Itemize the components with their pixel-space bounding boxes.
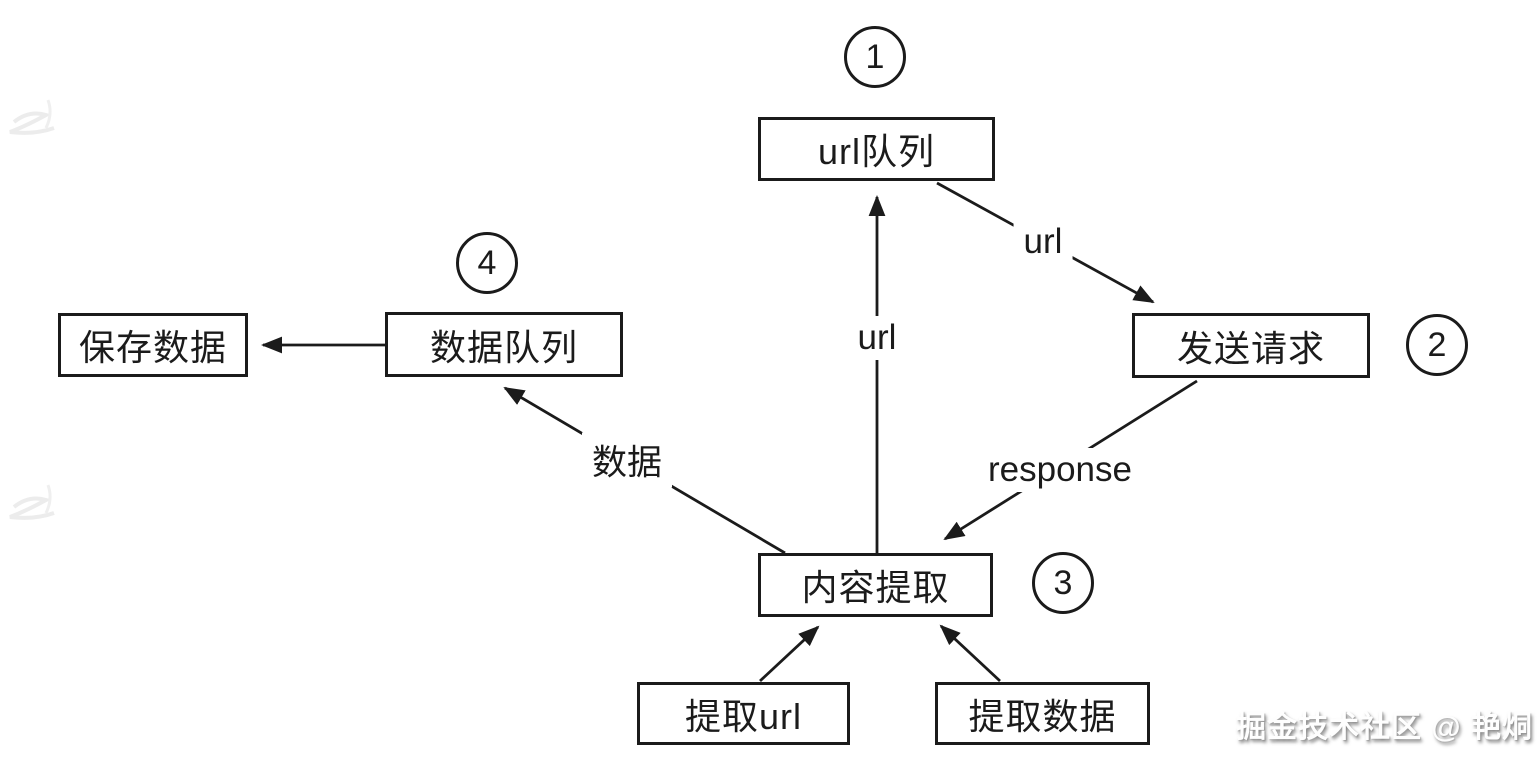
arrow-extracturl-to-extract xyxy=(759,625,820,683)
node-data-queue: 数据队列 xyxy=(385,312,623,377)
faint-watermark xyxy=(9,99,55,135)
node-save-data: 保存数据 xyxy=(58,313,248,377)
node-content-extract-label: 内容提取 xyxy=(801,567,950,608)
node-url-queue-label: url队列 xyxy=(817,131,935,172)
step-badge-1-number: 1 xyxy=(865,37,885,76)
node-save-data-label: 保存数据 xyxy=(78,327,227,368)
node-send-request-label: 发送请求 xyxy=(1176,327,1325,369)
node-extract-data: 提取数据 xyxy=(935,682,1150,745)
node-url-queue: url队列 xyxy=(758,117,995,181)
node-extract-url: 提取url xyxy=(637,682,850,745)
arrow-extractdata-to-extract xyxy=(939,624,1001,683)
node-content-extract: 内容提取 xyxy=(758,553,993,617)
step-badge-4: 4 xyxy=(456,232,518,294)
node-extract-data-label: 提取数据 xyxy=(968,695,1117,737)
step-badge-1: 1 xyxy=(844,26,906,88)
step-badge-4-number: 4 xyxy=(477,243,497,282)
edge-label-response: response xyxy=(978,448,1142,492)
node-data-queue-label: 数据队列 xyxy=(429,326,578,368)
step-badge-2: 2 xyxy=(1406,314,1468,376)
edge-label-data: 数据 xyxy=(581,432,673,488)
edge-label-url-to-request: url xyxy=(1013,220,1073,264)
step-badge-3-number: 3 xyxy=(1053,563,1073,602)
credit-watermark: 掘金技术社区 @ 艳烔 xyxy=(1236,711,1533,744)
step-badge-3: 3 xyxy=(1032,552,1094,614)
step-badge-2-number: 2 xyxy=(1427,325,1447,364)
node-send-request: 发送请求 xyxy=(1132,313,1370,378)
node-extract-url-label: 提取url xyxy=(684,695,802,737)
faint-watermark xyxy=(9,484,55,520)
edge-label-url-up: url xyxy=(847,316,907,360)
